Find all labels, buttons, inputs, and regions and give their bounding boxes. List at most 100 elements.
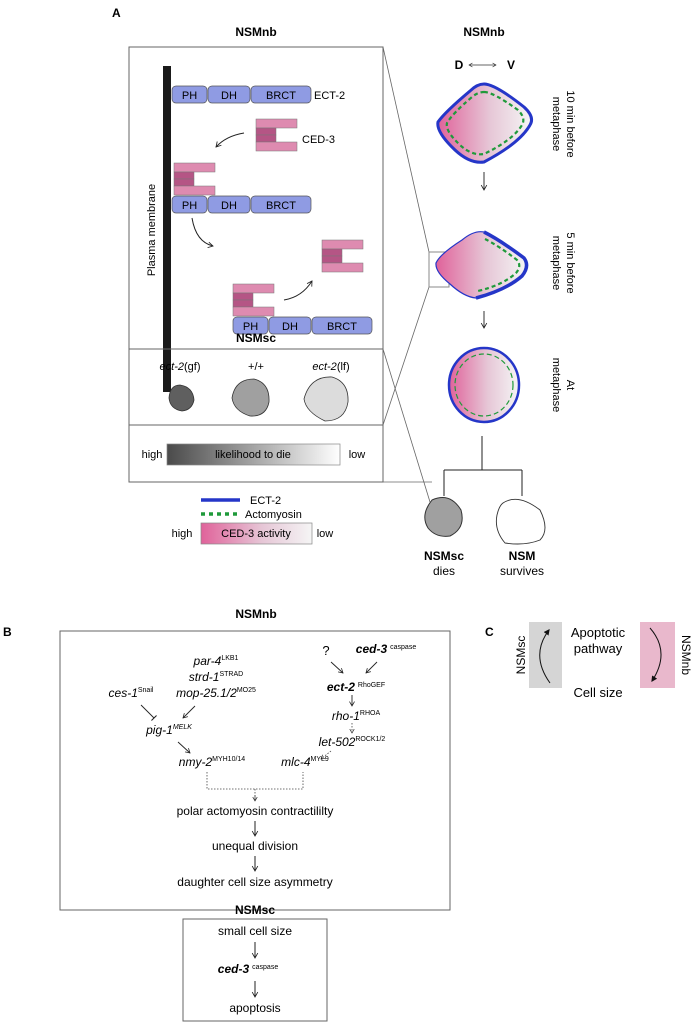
node-rho1: rho-1RHOA [332,709,381,723]
arrow-nsmsc-size-to-apoptosis [539,629,551,684]
svg-text:At: At [564,380,576,390]
ect2-label: ECT-2 [314,90,345,102]
arrow-ced3-release [283,280,313,301]
axis-v-label: V [507,58,515,72]
nsmsc-daughter-fate: dies [433,564,455,578]
svg-text:mop-25.1/2MO25: mop-25.1/2MO25 [176,686,256,700]
arrow-cleavage [191,217,214,249]
dh-domain [207,85,251,104]
nsm-daughter-fate: survives [500,564,544,578]
svg-text:metaphase: metaphase [550,97,562,151]
ced3-protein-4 [321,239,364,273]
legend-ced3-low: low [317,528,334,540]
dh-label: DH [282,321,298,333]
nsmsc-step-small-cell: small cell size [218,924,292,938]
axis-d-label: D [455,58,464,72]
nsmsc-step-apoptosis: apoptosis [229,1001,280,1015]
nsm-daughter-name: NSM [509,549,536,563]
node-pig1: pig-1MELK [145,723,192,737]
cell-wildtype [231,378,270,417]
ph-label: PH [243,321,258,333]
node-mlc4: mlc-4MYL9 [281,755,329,769]
zoom-line-top [382,46,430,253]
svg-text:10 min before: 10 min before [564,90,576,157]
ect2-cortex-stage2 [475,230,529,300]
ph-label: PH [182,90,197,102]
legend-ced3-label: CED-3 activity [221,528,291,540]
zoom-line-nsmsc-top [382,348,431,503]
arrow-let502-mlc4 [320,750,332,760]
likelihood-bar-label: likelihood to die [215,449,291,461]
legend-actomyosin-label: Actomyosin [245,509,302,521]
nsmnb-right-title: NSMnb [463,25,504,39]
cell-ect2-lf [303,376,349,422]
lineage-tree [443,436,523,496]
nsmnb-zoom-box [128,46,384,426]
apoptotic-pathway-line1: Apoptotic [571,625,626,640]
ect2-protein-1: PH DH BRCT [171,85,312,104]
legend-ect2-label: ECT-2 [250,495,281,507]
nsmsc-daughter-cell [424,497,463,537]
arrow-nsmnb-apoptosis-to-size [649,627,662,683]
nsm-daughter-cell [495,498,546,545]
brct-label: BRCT [266,200,296,212]
nsmnb-label: NSMnb [679,635,693,675]
genotype-lf-label: ect-2(lf) [312,361,349,373]
node-let502: let-502ROCK1/2 [319,735,386,749]
cell-size-label: Cell size [573,685,622,700]
ced3-label: CED-3 [302,134,335,146]
brct-label: BRCT [327,321,357,333]
plasma-membrane-bar [163,66,171,392]
svg-text:ect-2(lf): ect-2(lf) [312,361,349,373]
svg-text:metaphase: metaphase [550,358,562,412]
node-unknown: ? [322,643,329,658]
dh-label: DH [221,200,237,212]
nsmnb-cell-stage2 [435,231,528,299]
ect2-protein-3: PH DH BRCT [232,316,373,335]
brct-domain [250,85,312,104]
plasma-membrane-label: Plasma membrane [146,184,158,276]
stage3-label: At metaphase [550,358,576,412]
nsmnb-cycle-bg [640,622,675,688]
actomyosin-stage1 [445,90,525,156]
stage1-label: 10 min before metaphase [550,90,576,157]
ect2-protein-2: PH DH BRCT [171,195,312,214]
ph-domain [171,85,208,104]
actomyosin-stage3 [454,353,514,417]
panel-label-b: B [3,625,12,639]
outcome-size-asymmetry: daughter cell size asymmetry [177,875,332,889]
node-ces1: ces-1Snail [109,686,154,700]
outcome-contractility: polar actomyosin contractililty [177,804,334,818]
legend-ced3-gradient [200,522,313,545]
lkb1-complex: par-4LKB1 strd-1STRAD mop-25.1/2MO25 [176,654,256,700]
panel-b-title: NSMnb [235,607,276,621]
ced3-protein-1 [255,118,298,152]
outcome-unequal-division: unequal division [212,839,298,853]
genotype-gf-label: ect-2(gf) [160,361,201,373]
apoptotic-pathway-line2: pathway [574,641,623,656]
arrow-unknown-ect2 [330,661,344,674]
panel-b-nsmsc-box [182,918,328,1022]
nsmsc-daughter-name: NSMsc [424,549,464,563]
svg-text:par-4LKB1: par-4LKB1 [193,654,239,668]
nsmsc-label: NSMsc [514,636,528,675]
zoom-line-bottom [382,286,430,426]
ced3-protein-2 [173,162,216,196]
likelihood-gradient-bar [166,443,341,466]
nsmnb-left-title: NSMnb [235,25,276,39]
panel-label-a: A [112,6,121,20]
nsmnb-cell-stage3 [447,346,521,424]
nsmsc-zoom-box [128,348,384,483]
arrow-pig1-nmy2 [177,741,191,754]
nsmnb-cell-stage1 [436,82,533,164]
arrow-lkb1-pig1 [182,705,196,719]
genotype-wt-label: +/+ [248,361,264,373]
brct-label: BRCT [266,90,296,102]
cell-ect2-gf [168,384,195,412]
ced3-protein-3 [232,283,275,317]
nsmsc-title: NSMsc [236,331,276,345]
arrow-ced3-ect2 [365,661,378,674]
ph-label: PH [182,200,197,212]
